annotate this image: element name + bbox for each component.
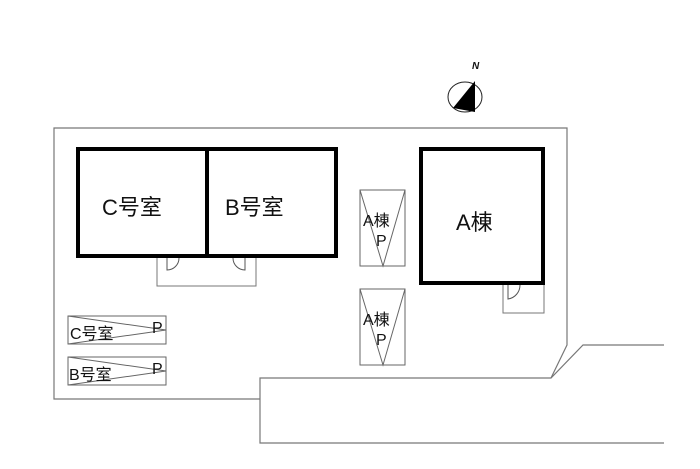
site-boundary (53, 127, 568, 400)
parking-label-a-2: A棟 (363, 312, 390, 329)
label-b-room: B号室 (225, 195, 284, 220)
compass-north-label: N (472, 61, 480, 72)
road (259, 344, 664, 444)
parking-p-c: P (152, 320, 163, 337)
entrance-porch-cb (156, 258, 257, 287)
parking-p-b: P (152, 361, 163, 378)
parking-arrow (67, 315, 167, 345)
door-icon (166, 257, 180, 271)
label-c-room: C号室 (102, 195, 162, 220)
parking-label-a-1: A棟 (363, 213, 390, 230)
parking-p-a-1: P (376, 233, 387, 250)
parking-p-a-2: P (376, 332, 387, 349)
parking-arrow (67, 356, 167, 386)
door-icon (232, 257, 246, 271)
parking-arrow (359, 288, 406, 367)
compass-icon (447, 81, 483, 113)
building-b-room (205, 147, 338, 258)
door-icon (507, 284, 521, 300)
parking-arrow (359, 189, 406, 268)
label-a-building: A棟 (456, 210, 493, 235)
entrance-porch-a (502, 285, 545, 314)
parking-label-b: B号室 (69, 367, 112, 384)
parking-label-c: C号室 (70, 326, 114, 343)
building-a (419, 147, 545, 285)
